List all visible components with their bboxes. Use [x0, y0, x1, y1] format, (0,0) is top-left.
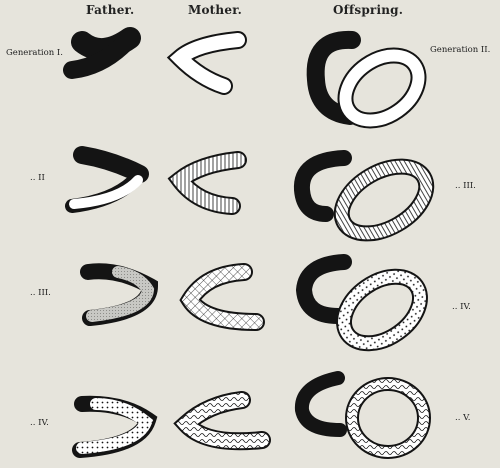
gen4-father-worm — [72, 395, 158, 458]
label-right-generation-4: .. IV. — [452, 302, 471, 312]
label-left-generation-1: Generation I. — [6, 48, 63, 58]
header-mother: Mother. — [188, 3, 242, 17]
label-right-generation-2: Generation II. — [430, 45, 491, 55]
gen2-mother-worm — [167, 151, 247, 215]
gen1-offspring-worm — [306, 30, 427, 129]
gen4-offspring-worm — [294, 371, 431, 459]
gen4-mother-worm — [173, 391, 271, 451]
gen1-mother-worm — [166, 31, 247, 95]
header-father: Father. — [86, 3, 135, 17]
label-left-generation-4: .. IV. — [30, 418, 49, 428]
gen2-offspring-worm — [293, 150, 435, 242]
gen3-offspring-worm — [295, 254, 428, 352]
gen2-father-worm — [65, 146, 149, 213]
label-right-generation-3: .. III. — [455, 181, 476, 191]
label-left-generation-2: .. II — [30, 173, 45, 183]
gen1-father-worm — [63, 27, 141, 79]
label-right-generation-5: .. V. — [455, 413, 471, 423]
gen3-mother-worm — [179, 263, 265, 331]
label-left-generation-3: .. III. — [30, 288, 51, 298]
header-offspring: Offspring. — [333, 3, 404, 17]
gen3-father-worm — [80, 263, 159, 326]
